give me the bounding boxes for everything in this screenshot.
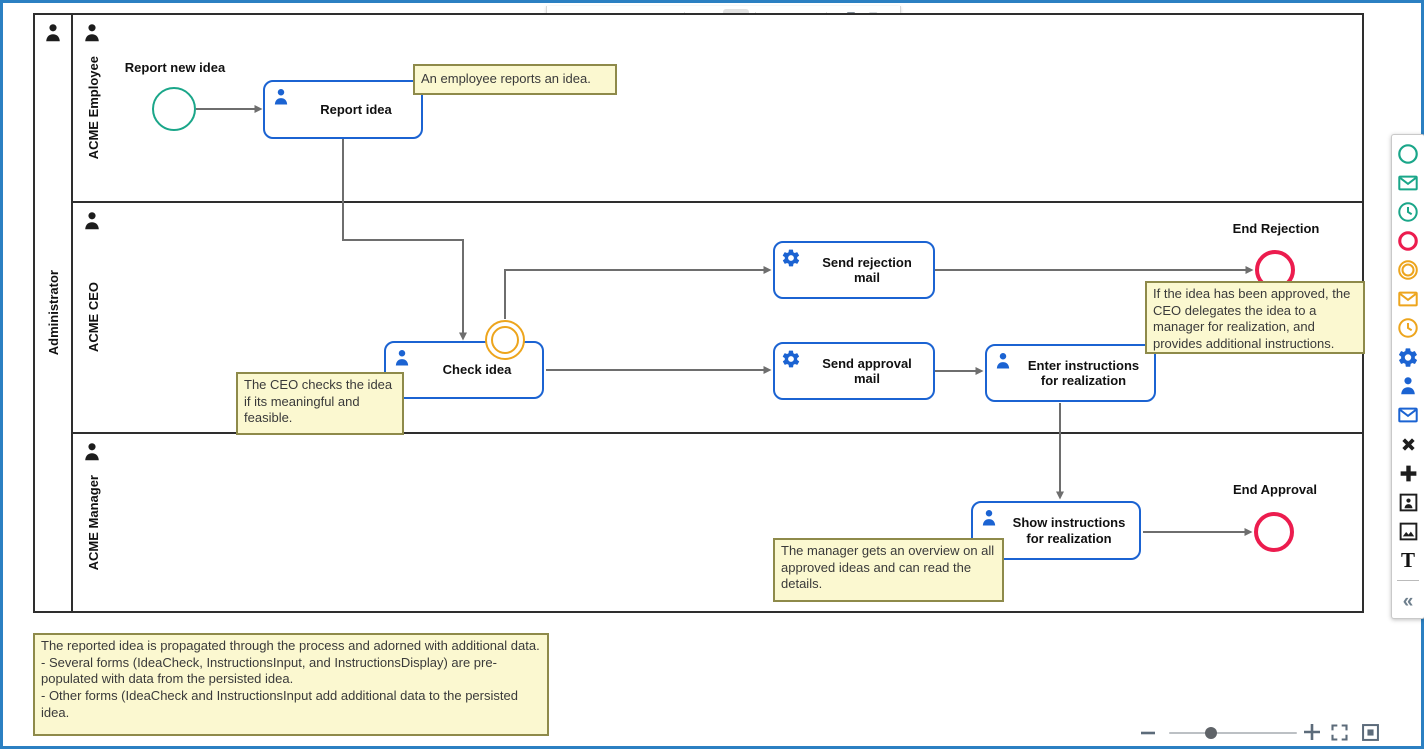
- zoom-controls: [1139, 719, 1389, 747]
- participant-icon: [1399, 493, 1417, 511]
- zoom-slider-track[interactable]: [1169, 732, 1297, 734]
- palette-participant[interactable]: [1397, 491, 1419, 513]
- annotation-reported-idea-propagated[interactable]: The reported idea is propagated through …: [33, 633, 549, 736]
- end-event-icon: [1398, 231, 1418, 251]
- palette-exclusive-gateway[interactable]: [1397, 433, 1419, 455]
- fullscreen-icon: [1331, 724, 1348, 741]
- zoom-in-button[interactable]: [1301, 721, 1323, 743]
- fit-viewport-button[interactable]: [1360, 722, 1381, 743]
- zoom-out-button[interactable]: [1139, 724, 1157, 742]
- service-task-gear-icon: [782, 249, 800, 267]
- palette-separator: [1397, 580, 1419, 581]
- palette-message-start-event[interactable]: [1397, 172, 1419, 194]
- annotation-idea-approved[interactable]: If the idea has been approved, the CEO d…: [1145, 281, 1365, 354]
- lane-name: ACME Employee: [85, 56, 101, 160]
- message-intermediate-icon: [1398, 291, 1418, 307]
- lane-name: ACME Manager: [85, 474, 101, 571]
- user-task-icon: [996, 353, 1010, 369]
- image-icon: [1399, 522, 1417, 540]
- annotation-manager-overview[interactable]: The manager gets an overview on all appr…: [773, 538, 1004, 602]
- text-tool-icon: T: [1400, 547, 1415, 572]
- palette-end-event[interactable]: [1397, 230, 1419, 252]
- boundary-event-inner-ring: [491, 326, 519, 354]
- task-send-approval-mail[interactable]: Send approval mail: [773, 342, 935, 400]
- timer-start-icon: [1398, 202, 1418, 222]
- task-label: Report idea: [320, 101, 392, 117]
- message-start-icon: [1398, 175, 1418, 191]
- pool-label-strip[interactable]: Administrator: [35, 15, 73, 611]
- boundary-intermediate-event[interactable]: [485, 320, 525, 360]
- lane-acme-manager[interactable]: ACME Manager: [73, 432, 1362, 611]
- send-task-envelope-icon: [1398, 407, 1418, 423]
- task-enter-instructions[interactable]: Enter instructions for realization: [985, 344, 1156, 402]
- lanes-container: ACME Employee ACME CEO ACME Manager: [73, 15, 1362, 611]
- user-task-icon: [395, 350, 409, 366]
- palette-text-annotation[interactable]: T: [1397, 547, 1419, 572]
- pool-person-icon: [46, 24, 60, 42]
- fullscreen-button[interactable]: [1329, 722, 1350, 743]
- collapse-chevron-icon: «: [1402, 590, 1414, 612]
- palette-timer-intermediate-event[interactable]: [1397, 317, 1419, 339]
- parallel-gateway-plus-icon: [1400, 465, 1416, 481]
- palette-message-intermediate-event[interactable]: [1397, 288, 1419, 310]
- task-label: Send rejection mail: [822, 254, 912, 285]
- palette-send-task[interactable]: [1397, 404, 1419, 426]
- fit-viewport-icon: [1362, 724, 1379, 741]
- task-label: Send approval mail: [822, 355, 912, 386]
- plus-icon: [1304, 724, 1320, 740]
- start-event-icon: [1398, 144, 1418, 164]
- user-task-icon: [982, 510, 996, 526]
- exclusive-gateway-x-icon: [1401, 437, 1415, 451]
- task-send-rejection-mail[interactable]: Send rejection mail: [773, 241, 935, 299]
- palette-start-event[interactable]: [1397, 143, 1419, 165]
- palette-user-task[interactable]: [1397, 375, 1419, 397]
- element-palette: T «: [1391, 134, 1424, 619]
- task-label: Show instructions for realization: [1012, 515, 1126, 546]
- service-task-gear-icon: [1398, 347, 1417, 367]
- service-task-gear-icon: [782, 350, 800, 368]
- palette-service-task[interactable]: [1397, 346, 1419, 368]
- user-task-icon: [274, 89, 288, 105]
- intermediate-event-icon: [1398, 260, 1418, 280]
- palette-parallel-gateway[interactable]: [1397, 462, 1419, 484]
- lane-acme-ceo[interactable]: ACME CEO: [73, 201, 1362, 432]
- annotation-ceo-checks[interactable]: The CEO checks the idea if its meaningfu…: [236, 372, 404, 435]
- start-event-report-new-idea[interactable]: [152, 87, 196, 131]
- user-task-icon: [1401, 377, 1415, 395]
- lane-name: ACME CEO: [85, 282, 101, 353]
- task-report-idea[interactable]: Report idea: [263, 80, 423, 139]
- zoom-slider-handle[interactable]: [1205, 727, 1217, 739]
- task-label: Enter instructions for realization: [1027, 357, 1140, 388]
- palette-collapse-button[interactable]: «: [1397, 590, 1419, 612]
- minus-icon: [1141, 731, 1155, 735]
- palette-timer-start-event[interactable]: [1397, 201, 1419, 223]
- end-event-approval[interactable]: [1254, 512, 1294, 552]
- palette-intermediate-event[interactable]: [1397, 259, 1419, 281]
- annotation-employee-reports[interactable]: An employee reports an idea.: [413, 64, 617, 95]
- pool-name: Administrator: [45, 270, 61, 356]
- timer-intermediate-icon: [1398, 318, 1418, 338]
- task-label: Check idea: [442, 362, 512, 378]
- palette-image[interactable]: [1397, 520, 1419, 542]
